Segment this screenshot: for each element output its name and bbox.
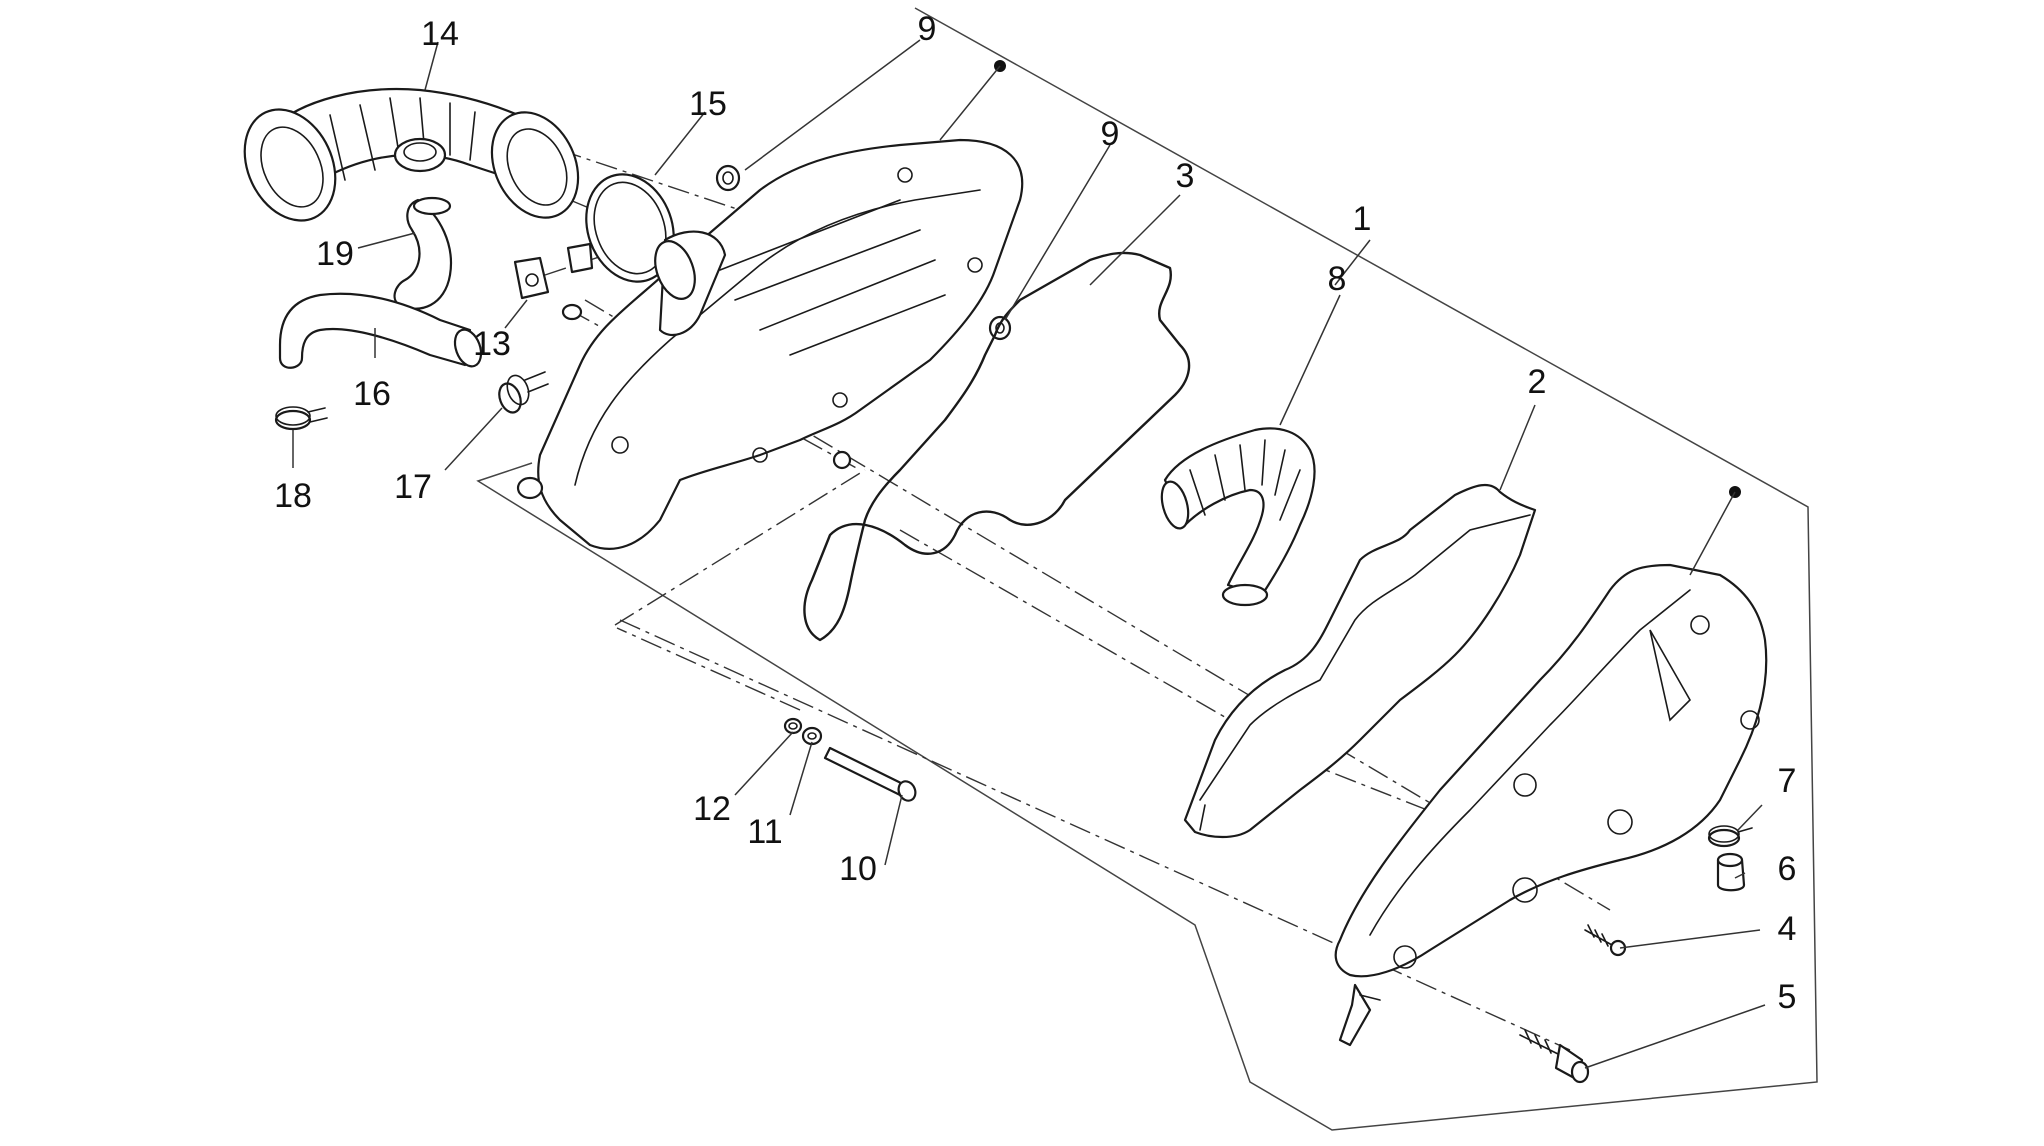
- inlet-duct-part: [1160, 427, 1316, 607]
- assembly-frame: [476, 7, 1818, 1131]
- callout-10: 10: [839, 850, 877, 888]
- washer-small-part: [783, 717, 803, 735]
- intake-duct-part: [243, 87, 580, 222]
- screw-part: [1584, 924, 1627, 957]
- callout-11: 11: [747, 813, 782, 851]
- callout-5: 5: [1778, 978, 1797, 1016]
- callout-1: 1: [1353, 200, 1372, 238]
- grommet-part: [715, 164, 1012, 341]
- filter-element-part: [1183, 483, 1537, 839]
- callout-18: 18: [274, 477, 312, 515]
- callout-4: 4: [1778, 910, 1797, 948]
- callout-3: 3: [1176, 157, 1195, 195]
- washer-part: [801, 726, 823, 746]
- bolt-part: [823, 746, 917, 802]
- callout-19: 19: [316, 235, 354, 273]
- callout-12: 12: [693, 790, 731, 828]
- callout-15: 15: [689, 85, 727, 123]
- callout-13: 13: [473, 325, 511, 363]
- filter-cover-part: [1334, 563, 1768, 1047]
- elbow-hose-part: [393, 196, 453, 310]
- spring-clamp-part: [498, 371, 549, 414]
- callout-9-right: 9: [1101, 115, 1120, 153]
- callout-17: 17: [394, 468, 432, 506]
- breather-hose-part: [278, 292, 483, 369]
- callout-labels: 1 2 3 4 5 6 7 8 9 9 10 11 12 13 14 15 16…: [274, 10, 1796, 1016]
- callout-9-top: 9: [918, 10, 937, 48]
- band-clamp-part: [561, 173, 675, 321]
- clip-nut-part: [513, 256, 550, 300]
- sleeve-part: [1716, 852, 1746, 892]
- gasket-part: [803, 251, 1191, 642]
- callout-7: 7: [1778, 762, 1797, 800]
- callout-14: 14: [421, 15, 459, 53]
- callout-16: 16: [353, 375, 391, 413]
- drain-screw-part: [1519, 1029, 1590, 1084]
- leader-lines: [292, 39, 1766, 1069]
- callout-6: 6: [1778, 850, 1797, 888]
- hose-clip-part: [1707, 825, 1753, 848]
- hose-clip-small-part: [274, 406, 328, 431]
- filter-housing-lower-part: [516, 138, 1024, 550]
- callout-8: 8: [1328, 260, 1347, 298]
- callout-2: 2: [1528, 363, 1547, 401]
